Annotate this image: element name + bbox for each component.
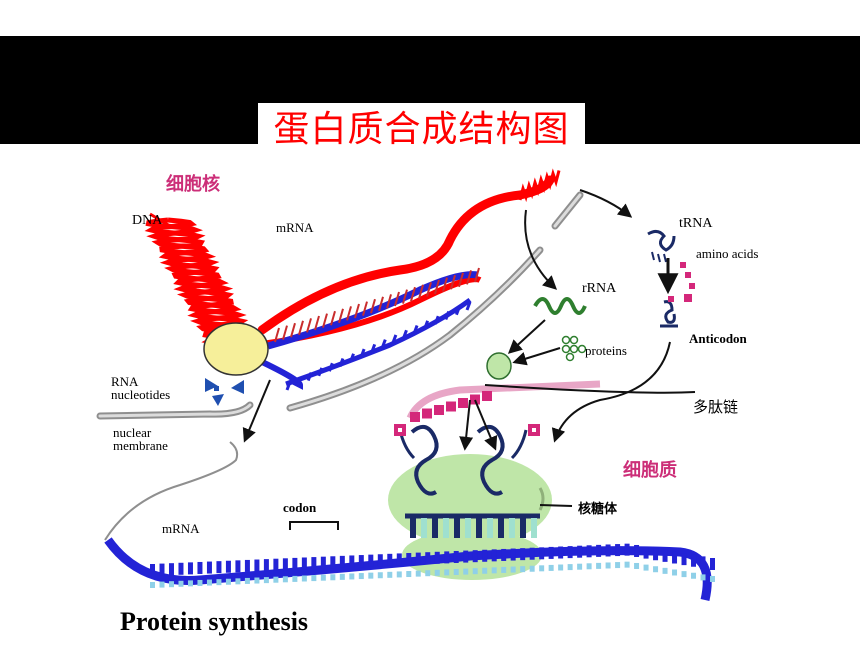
- rna-polymerase: [203, 322, 269, 376]
- nucleus-label: 细胞核: [166, 173, 220, 195]
- title-box: 蛋白质合成结构图: [258, 103, 585, 157]
- rrna-strand: [533, 297, 587, 315]
- amino-acids-icon: [680, 262, 695, 302]
- cytoplasm-label: 细胞质: [623, 459, 677, 481]
- trna-molecule: [647, 229, 676, 252]
- nuclear-membrane-label-1: nuclear: [113, 425, 152, 440]
- amino-acids-label: amino acids: [696, 246, 758, 261]
- ribosome-label: 核糖体: [578, 501, 618, 517]
- charged-trna: [660, 300, 678, 328]
- page-title: 蛋白质合成结构图: [273, 109, 570, 150]
- ribosome-subunit: [486, 352, 512, 380]
- trna-label: tRNA: [679, 216, 713, 231]
- polypeptide-beads: [410, 391, 492, 422]
- title-banner: 蛋白质合成结构图: [0, 36, 860, 157]
- trna-on-ribosome: [394, 424, 540, 496]
- nuclear-membrane-label-2: membrane: [113, 438, 168, 453]
- mrna-strand-nucleus: [256, 267, 480, 391]
- rna-nucleotides-label-2: nucleotides: [111, 387, 170, 402]
- mrna-cytoplasm-label: mRNA: [162, 521, 200, 536]
- nuclear-membrane: [96, 191, 584, 541]
- flow-arrows: [242, 189, 696, 530]
- mrna-nucleus-label: mRNA: [276, 220, 314, 235]
- proteins-icon: [561, 335, 587, 362]
- polypeptide-label: 多肽链: [693, 398, 738, 416]
- dna-label: DNA: [132, 213, 163, 228]
- rrna-label: rRNA: [582, 281, 617, 296]
- proteins-label: proteins: [585, 343, 627, 358]
- rna-nucleotides-icon: [205, 378, 244, 406]
- mrna-strand-cytoplasm: [104, 537, 715, 601]
- anticodon-label: Anticodon: [689, 331, 748, 346]
- codon-label: codon: [283, 500, 317, 515]
- anticodon-teeth: [405, 513, 540, 538]
- caption: Protein synthesis: [120, 607, 308, 636]
- rna-nucleotides-label-1: RNA: [111, 374, 139, 389]
